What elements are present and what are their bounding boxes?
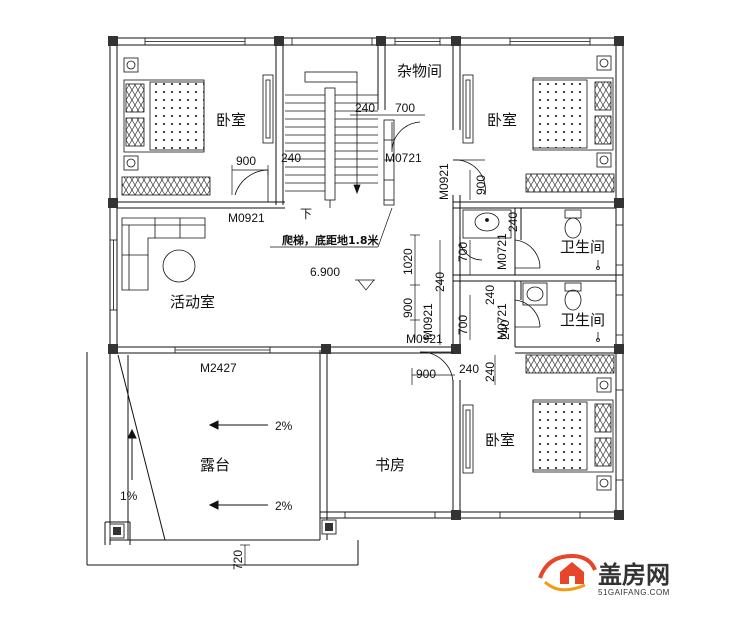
label-terrace: 露台	[200, 456, 230, 474]
dim-900-v: 900	[401, 298, 415, 318]
dim-240-v2: 240	[433, 272, 447, 292]
label-bedroom-bottom-right: 卧室	[485, 431, 515, 449]
slope-label-2: 2%	[275, 499, 293, 513]
door-m0721-c: M0721	[495, 303, 509, 340]
windows	[109, 37, 624, 519]
dim-700-v1: 700	[456, 242, 470, 262]
door-m0721-b: M0721	[495, 233, 509, 270]
bed-bottom-right	[462, 354, 615, 491]
ladder-note: 爬梯，底距地1.8米	[282, 233, 379, 247]
dim-900-b: 900	[474, 175, 488, 195]
site-logo: 盖房网 51GAIFANG.COM	[538, 553, 670, 597]
slope-label-3: 1%	[120, 489, 138, 503]
walls	[86, 37, 624, 566]
dim-240-v3: 240	[483, 285, 497, 305]
dimension-labels: 900 240 240 700 1020 900 700 700 240 240…	[231, 101, 520, 570]
staircase	[285, 71, 395, 208]
dim-720: 720	[231, 550, 245, 570]
dim-240-v4: 240	[498, 320, 512, 340]
label-bedroom-top-right: 卧室	[487, 111, 517, 129]
door-codes: M0921 M0721 M0921 M0721 M0921 M0921 M072…	[200, 151, 509, 375]
door-m2427: M2427	[200, 361, 237, 375]
label-storage: 杂物间	[397, 62, 442, 80]
bathroom-fixtures	[462, 209, 600, 342]
room-labels: 卧室 杂物间 卧室 卫生间 卫生间 活动室 露台 书房 卧室	[170, 62, 605, 474]
label-activity: 活动室	[170, 293, 215, 311]
dim-240-c: 240	[459, 362, 479, 376]
door-m0721-a: M0721	[385, 151, 422, 165]
dimension-lines	[231, 114, 496, 566]
dim-240-b: 240	[355, 101, 375, 115]
notes: 下 爬梯，底距地1.8米 6.900 2% 2% 1%	[120, 207, 379, 513]
dim-900-a: 900	[236, 154, 256, 168]
dim-240-a: 240	[281, 151, 301, 165]
dim-700-v2: 700	[456, 315, 470, 335]
slope-arrows	[127, 420, 268, 510]
label-bath-2: 卫生间	[560, 311, 605, 329]
dim-240-v1: 240	[506, 212, 520, 232]
logo-url: 51GAIFANG.COM	[598, 588, 670, 597]
dim-700-a: 700	[395, 101, 415, 115]
dim-240-v5: 240	[483, 362, 497, 382]
columns	[108, 36, 624, 539]
door-swings	[234, 121, 541, 384]
bed-top-left	[121, 57, 274, 196]
logo-name: 盖房网	[598, 561, 670, 589]
house-logo-icon	[538, 553, 597, 592]
elevation-label: 6.900	[310, 265, 340, 279]
door-m0921-b: M0921	[437, 163, 451, 200]
label-study: 书房	[375, 456, 405, 474]
sofa-set	[121, 217, 206, 291]
door-m0921-c: M0921	[421, 303, 435, 340]
door-m0921-a: M0921	[228, 211, 265, 225]
dim-1020: 1020	[401, 248, 415, 275]
door-m0921-d: M0921	[406, 332, 443, 346]
stair-down-label: 下	[300, 207, 312, 221]
label-bath-1: 卫生间	[560, 238, 605, 256]
label-bedroom-top-left: 卧室	[216, 111, 246, 129]
slope-label-1: 2%	[275, 419, 293, 433]
dim-900-c: 900	[416, 367, 436, 381]
bed-top-right	[462, 55, 615, 193]
